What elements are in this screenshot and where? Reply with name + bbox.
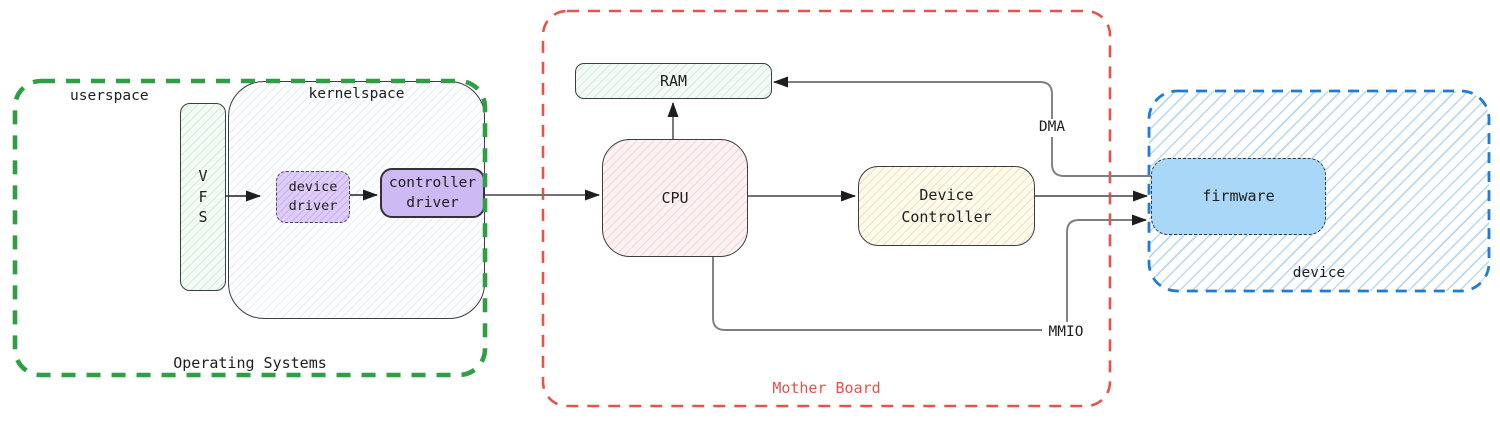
dma-label: DMA [1030,119,1074,137]
cpu-node: CPU [602,139,748,257]
vfs-letter: F [198,187,208,206]
kernelspace-label: kernelspace [308,86,405,102]
ram-label: RAM [659,71,688,90]
device-controller-line: Device [919,185,974,204]
device-driver-line: driver [288,198,338,214]
device-group-label: device [1292,265,1346,281]
arrow-dma-firmware-to-ram [773,76,1151,177]
mmio-label: MMIO [1042,324,1090,342]
device-controller-node: Device Controller [858,166,1035,246]
line-mmio-from-cpu [712,257,1046,331]
vfs-letter: S [198,208,208,227]
cpu-label: CPU [661,188,689,207]
device-driver-line: device [288,179,338,196]
userspace-label: userspace [70,88,149,104]
firmware-node: firmware [1151,158,1326,235]
vfs-letter: V [198,167,208,186]
controller-driver-node: controller driver [380,168,485,218]
mother-board-label: Mother Board [772,379,881,397]
vfs-node: V F S [180,103,226,291]
operating-systems-label: Operating Systems [173,354,327,372]
controller-driver-line: driver [406,195,459,211]
controller-driver-line: controller [388,175,477,191]
device-driver-node: device driver [276,171,350,223]
firmware-label: firmware [1202,187,1275,206]
ram-node: RAM [575,63,772,99]
arrow-mmio-to-firmware [1066,214,1147,322]
device-controller-line: Controller [901,208,992,226]
